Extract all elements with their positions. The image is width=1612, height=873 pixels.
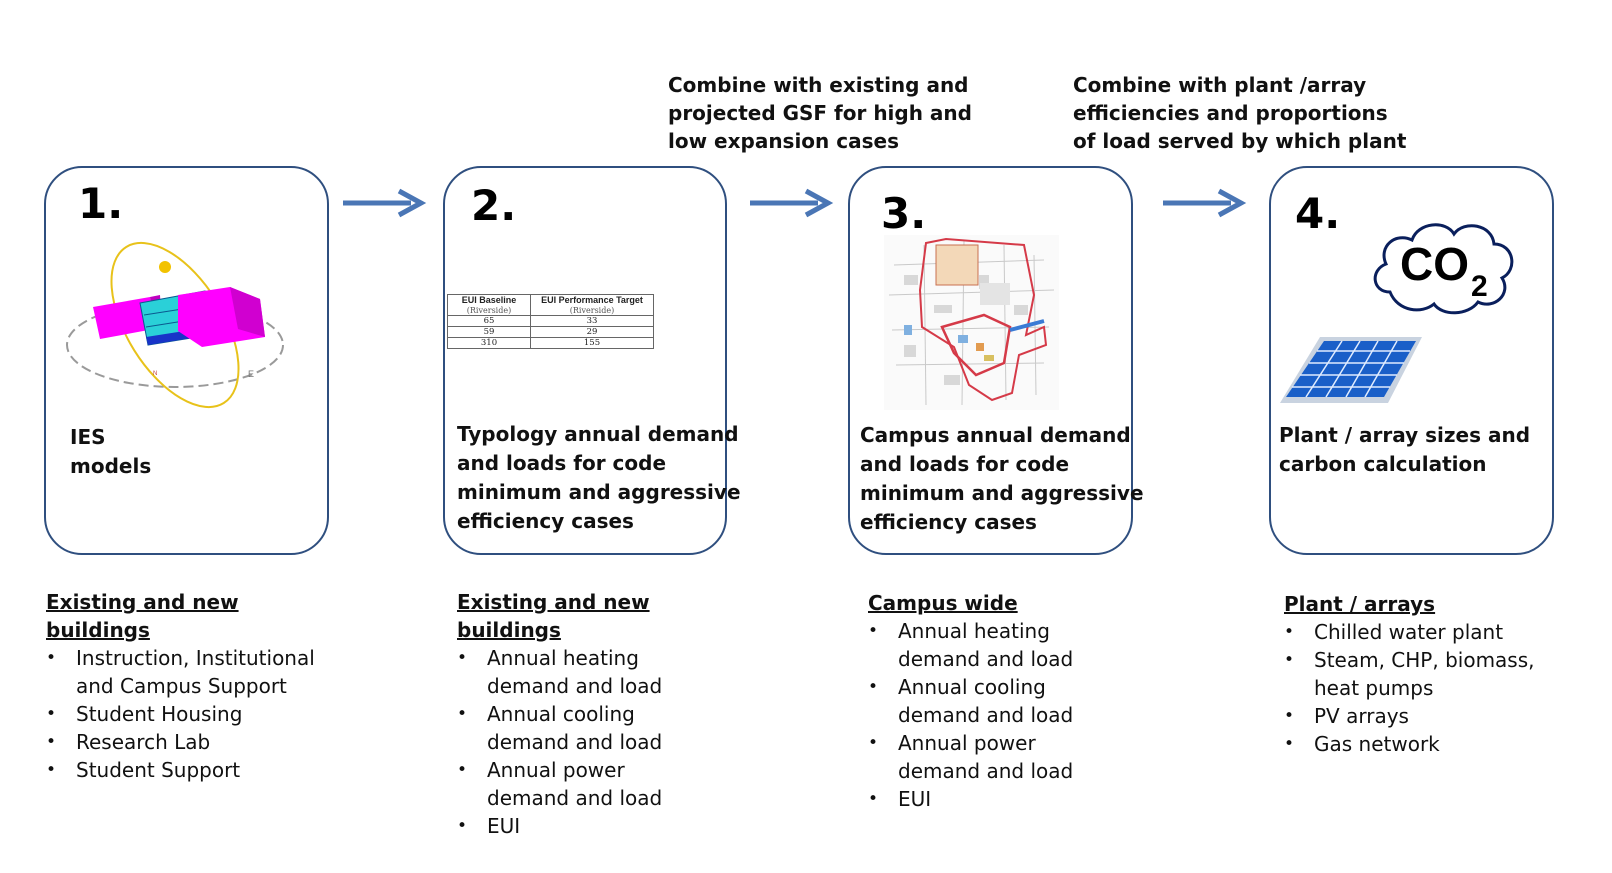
column-heading: Existing and new buildings [46,590,239,642]
column-existing-new-buildings-1: Existing and new buildings Instruction, … [46,588,346,784]
table-cell: 59 [447,326,531,338]
table-cell: 155 [530,337,654,349]
step-text-line: carbon calculation [1279,452,1487,476]
table-cell: 33 [530,315,654,327]
co2-subscript: 2 [1471,270,1488,303]
note-line: Combine with existing and [668,73,969,97]
arrow-2-to-3-icon [750,188,834,218]
column-plant-arrays: Plant / arrays Chilled water plant Steam… [1284,590,1584,758]
table-cell: 65 [447,315,531,327]
step-2-number: 2. [471,181,517,230]
step-text-line: minimum and aggressive [860,481,1144,505]
campus-map-illustration [884,235,1059,410]
step-4-text: Plant / array sizes and carbon calculati… [1279,421,1530,479]
step-1-number: 1. [78,179,124,228]
column-heading: buildings [457,618,561,642]
step-text-line: IES [70,425,106,449]
column-list: Chilled water plant Steam, CHP, biomass,… [1284,618,1584,758]
eui-table: EUI Baseline(Riverside) EUI Performance … [447,294,654,349]
list-item: PV arrays [1284,702,1584,730]
ies-model-illustration: N E [66,241,284,409]
note-combine-plant: Combine with plant /array efficiencies a… [1073,71,1406,155]
column-heading: Campus wide [868,591,1018,615]
step-text-line: Plant / array sizes and [1279,423,1531,447]
note-line: Combine with plant /array [1073,73,1367,97]
table-cell: 29 [530,326,654,338]
column-existing-new-buildings-2: Existing and new buildings Annual heatin… [457,588,717,840]
step-text-line: efficiency cases [860,510,1037,534]
column-heading: Plant / arrays [1284,592,1436,616]
co2-cloud-icon: CO 2 [1373,223,1514,315]
eui-header-target: EUI Performance Target(Riverside) [530,294,654,316]
step-2-box [443,166,727,555]
step-text-line: and loads for code [457,451,667,475]
step-1-box [44,166,329,555]
arrow-3-to-4-icon [1163,188,1247,218]
step-text-line: minimum and aggressive [457,480,741,504]
solar-panel-icon [1280,337,1422,403]
list-item: Gas network [1284,730,1584,758]
step-1-text: IES models [70,423,151,481]
arrow-1-to-2-icon [343,188,427,218]
column-heading: Existing and new [457,590,650,614]
note-line: of load served by which plant [1073,129,1407,153]
svg-text:E: E [248,369,254,379]
co2-label: CO [1400,238,1469,290]
table-row: 310 155 [447,337,654,349]
step-2-text: Typology annual demand and loads for cod… [457,420,741,536]
list-item: Student Housing [46,700,346,728]
note-combine-gsf: Combine with existing and projected GSF … [668,71,972,155]
table-cell: 310 [447,337,531,349]
eui-header-baseline: EUI Baseline(Riverside) [447,294,531,316]
svg-text:N: N [153,371,157,377]
note-line: projected GSF for high and [668,101,972,125]
step-3-text: Campus annual demand and loads for code … [860,421,1144,537]
step-text-line: and loads for code [860,452,1070,476]
list-item: Research Lab [46,728,346,756]
step-text-line: Typology annual demand [457,422,739,446]
list-item: EUI [868,785,1128,813]
list-item: Steam, CHP, biomass,heat pumps [1284,646,1584,702]
table-row: 65 33 [447,315,654,327]
table-row: 59 29 [447,326,654,338]
note-line: low expansion cases [668,129,899,153]
step-3-number: 3. [881,189,927,238]
list-item: Student Support [46,756,346,784]
list-item: EUI [457,812,717,840]
step-text-line: efficiency cases [457,509,634,533]
step-4-number: 4. [1295,189,1341,238]
list-item: Chilled water plant [1284,618,1584,646]
eui-table-illustration: EUI Baseline(Riverside) EUI Performance … [447,294,654,349]
step-text-line: Campus annual demand [860,423,1131,447]
step-text-line: models [70,454,152,478]
note-line: efficiencies and proportions [1073,101,1388,125]
